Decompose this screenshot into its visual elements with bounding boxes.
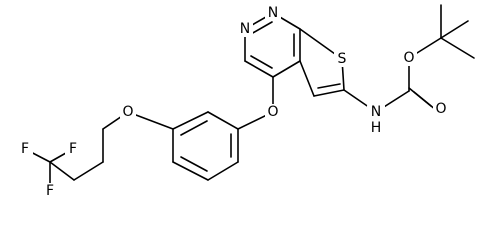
atom-label-o-ocf3: O <box>122 104 133 120</box>
bond <box>172 161 209 181</box>
atom-label-f-bottom: F <box>46 183 54 197</box>
bond <box>207 111 239 130</box>
atom-label-n-amide: N <box>371 104 381 120</box>
atom-labels: N N S O O F F F N H O O <box>17 5 449 197</box>
bond <box>207 161 239 181</box>
bond <box>272 60 301 78</box>
bond <box>49 161 75 181</box>
bond <box>440 20 469 39</box>
atom-label-o-carbonyl: O <box>435 101 446 117</box>
atom-label-s: S <box>338 51 347 67</box>
bond <box>317 83 341 89</box>
atom-label-o-ether: O <box>267 104 278 120</box>
atom-label-f-top: F <box>69 141 77 157</box>
bond <box>250 55 273 69</box>
atom-label-o-ester: O <box>403 50 414 66</box>
bond <box>313 89 345 97</box>
bond <box>180 120 208 136</box>
bond <box>73 161 104 181</box>
bond <box>440 37 475 59</box>
atom-label-n-top: N <box>268 5 278 21</box>
bond <box>250 21 273 35</box>
bond <box>408 87 432 107</box>
bond <box>299 60 315 97</box>
bond <box>172 111 209 130</box>
bond <box>180 156 208 172</box>
atom-label-h-amide: H <box>371 120 382 136</box>
atom-label-n-left: N <box>240 21 250 37</box>
bond <box>244 60 274 78</box>
molecule-structure-diagram: N N S O O F F F N H O O <box>17 4 475 197</box>
atom-label-f-left: F <box>21 141 29 157</box>
